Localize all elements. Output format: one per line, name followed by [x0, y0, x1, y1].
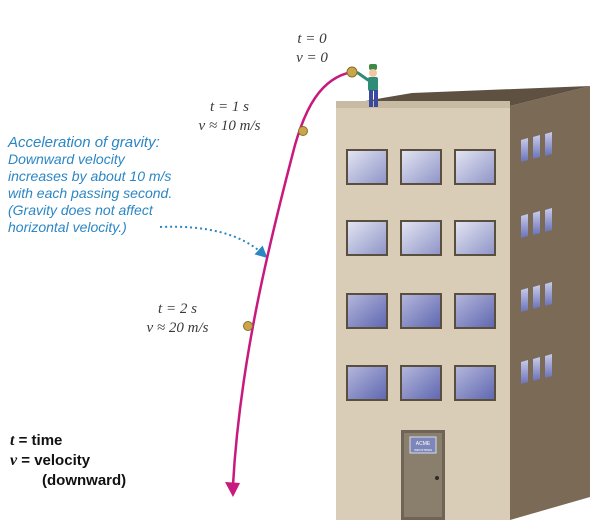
window	[400, 149, 442, 185]
legend: t = time v = velocity (downward)	[10, 431, 126, 491]
marker-t2-time: t = 2 s	[158, 301, 197, 317]
acme-sign-line1: ACME	[416, 441, 431, 447]
trajectory-curve	[231, 70, 353, 486]
window	[346, 365, 388, 401]
window	[400, 293, 442, 329]
marker-t2-velocity: v ≈ 20 m/s	[146, 320, 209, 336]
marker-t1-time: t = 1 s	[210, 99, 249, 115]
legend-t-text: = time	[18, 432, 63, 449]
window	[545, 208, 552, 232]
window	[545, 282, 552, 306]
legend-time: t = time	[10, 431, 126, 451]
legend-v-symbol: v	[10, 452, 18, 469]
side-windows	[521, 132, 552, 384]
window	[521, 360, 528, 384]
window	[533, 211, 540, 235]
marker-t0-velocity: v = 0	[296, 50, 328, 66]
building: ACME INDUSTRIES	[336, 86, 590, 520]
window	[454, 365, 496, 401]
window	[454, 293, 496, 329]
gravity-caption: Acceleration of gravity: Downward veloci…	[8, 134, 173, 236]
window	[346, 220, 388, 256]
window	[346, 149, 388, 185]
marker-t1-velocity: v ≈ 10 m/s	[198, 118, 261, 134]
acme-sign-line2: INDUSTRIES	[414, 448, 432, 452]
legend-v-text: = velocity	[21, 452, 91, 469]
window	[521, 214, 528, 238]
front-windows	[346, 149, 496, 401]
window	[454, 220, 496, 256]
marker-label-t0: t = 0 v = 0	[282, 30, 342, 68]
legend-velocity: v = velocity	[10, 451, 126, 471]
building-door: ACME INDUSTRIES	[401, 430, 445, 520]
acme-sign	[409, 436, 437, 454]
ball-t1	[298, 126, 308, 136]
legend-t-symbol: t	[10, 432, 15, 449]
caption-body: Downward velocity increases by about 10 …	[8, 151, 173, 235]
window	[346, 293, 388, 329]
caption-title: Acceleration of gravity:	[8, 134, 160, 151]
window	[400, 220, 442, 256]
door-knob	[435, 476, 439, 480]
window	[400, 365, 442, 401]
window	[521, 138, 528, 162]
window	[533, 135, 540, 159]
ball-t0	[346, 66, 358, 78]
window	[545, 354, 552, 378]
legend-v-note: (downward)	[42, 472, 127, 489]
marker-label-t2: t = 2 s v ≈ 20 m/s	[120, 300, 235, 338]
marker-t0-time: t = 0	[297, 31, 327, 47]
window	[533, 285, 540, 309]
annotation-arrow	[159, 225, 268, 259]
marker-label-t1: t = 1 s v ≈ 10 m/s	[172, 98, 287, 136]
window	[454, 149, 496, 185]
person-figure	[356, 64, 378, 107]
trajectory-arrowhead	[225, 482, 240, 497]
window	[545, 132, 552, 156]
window	[521, 288, 528, 312]
ball-t2	[243, 321, 253, 331]
window	[533, 357, 540, 381]
roof-parapet	[336, 101, 510, 108]
